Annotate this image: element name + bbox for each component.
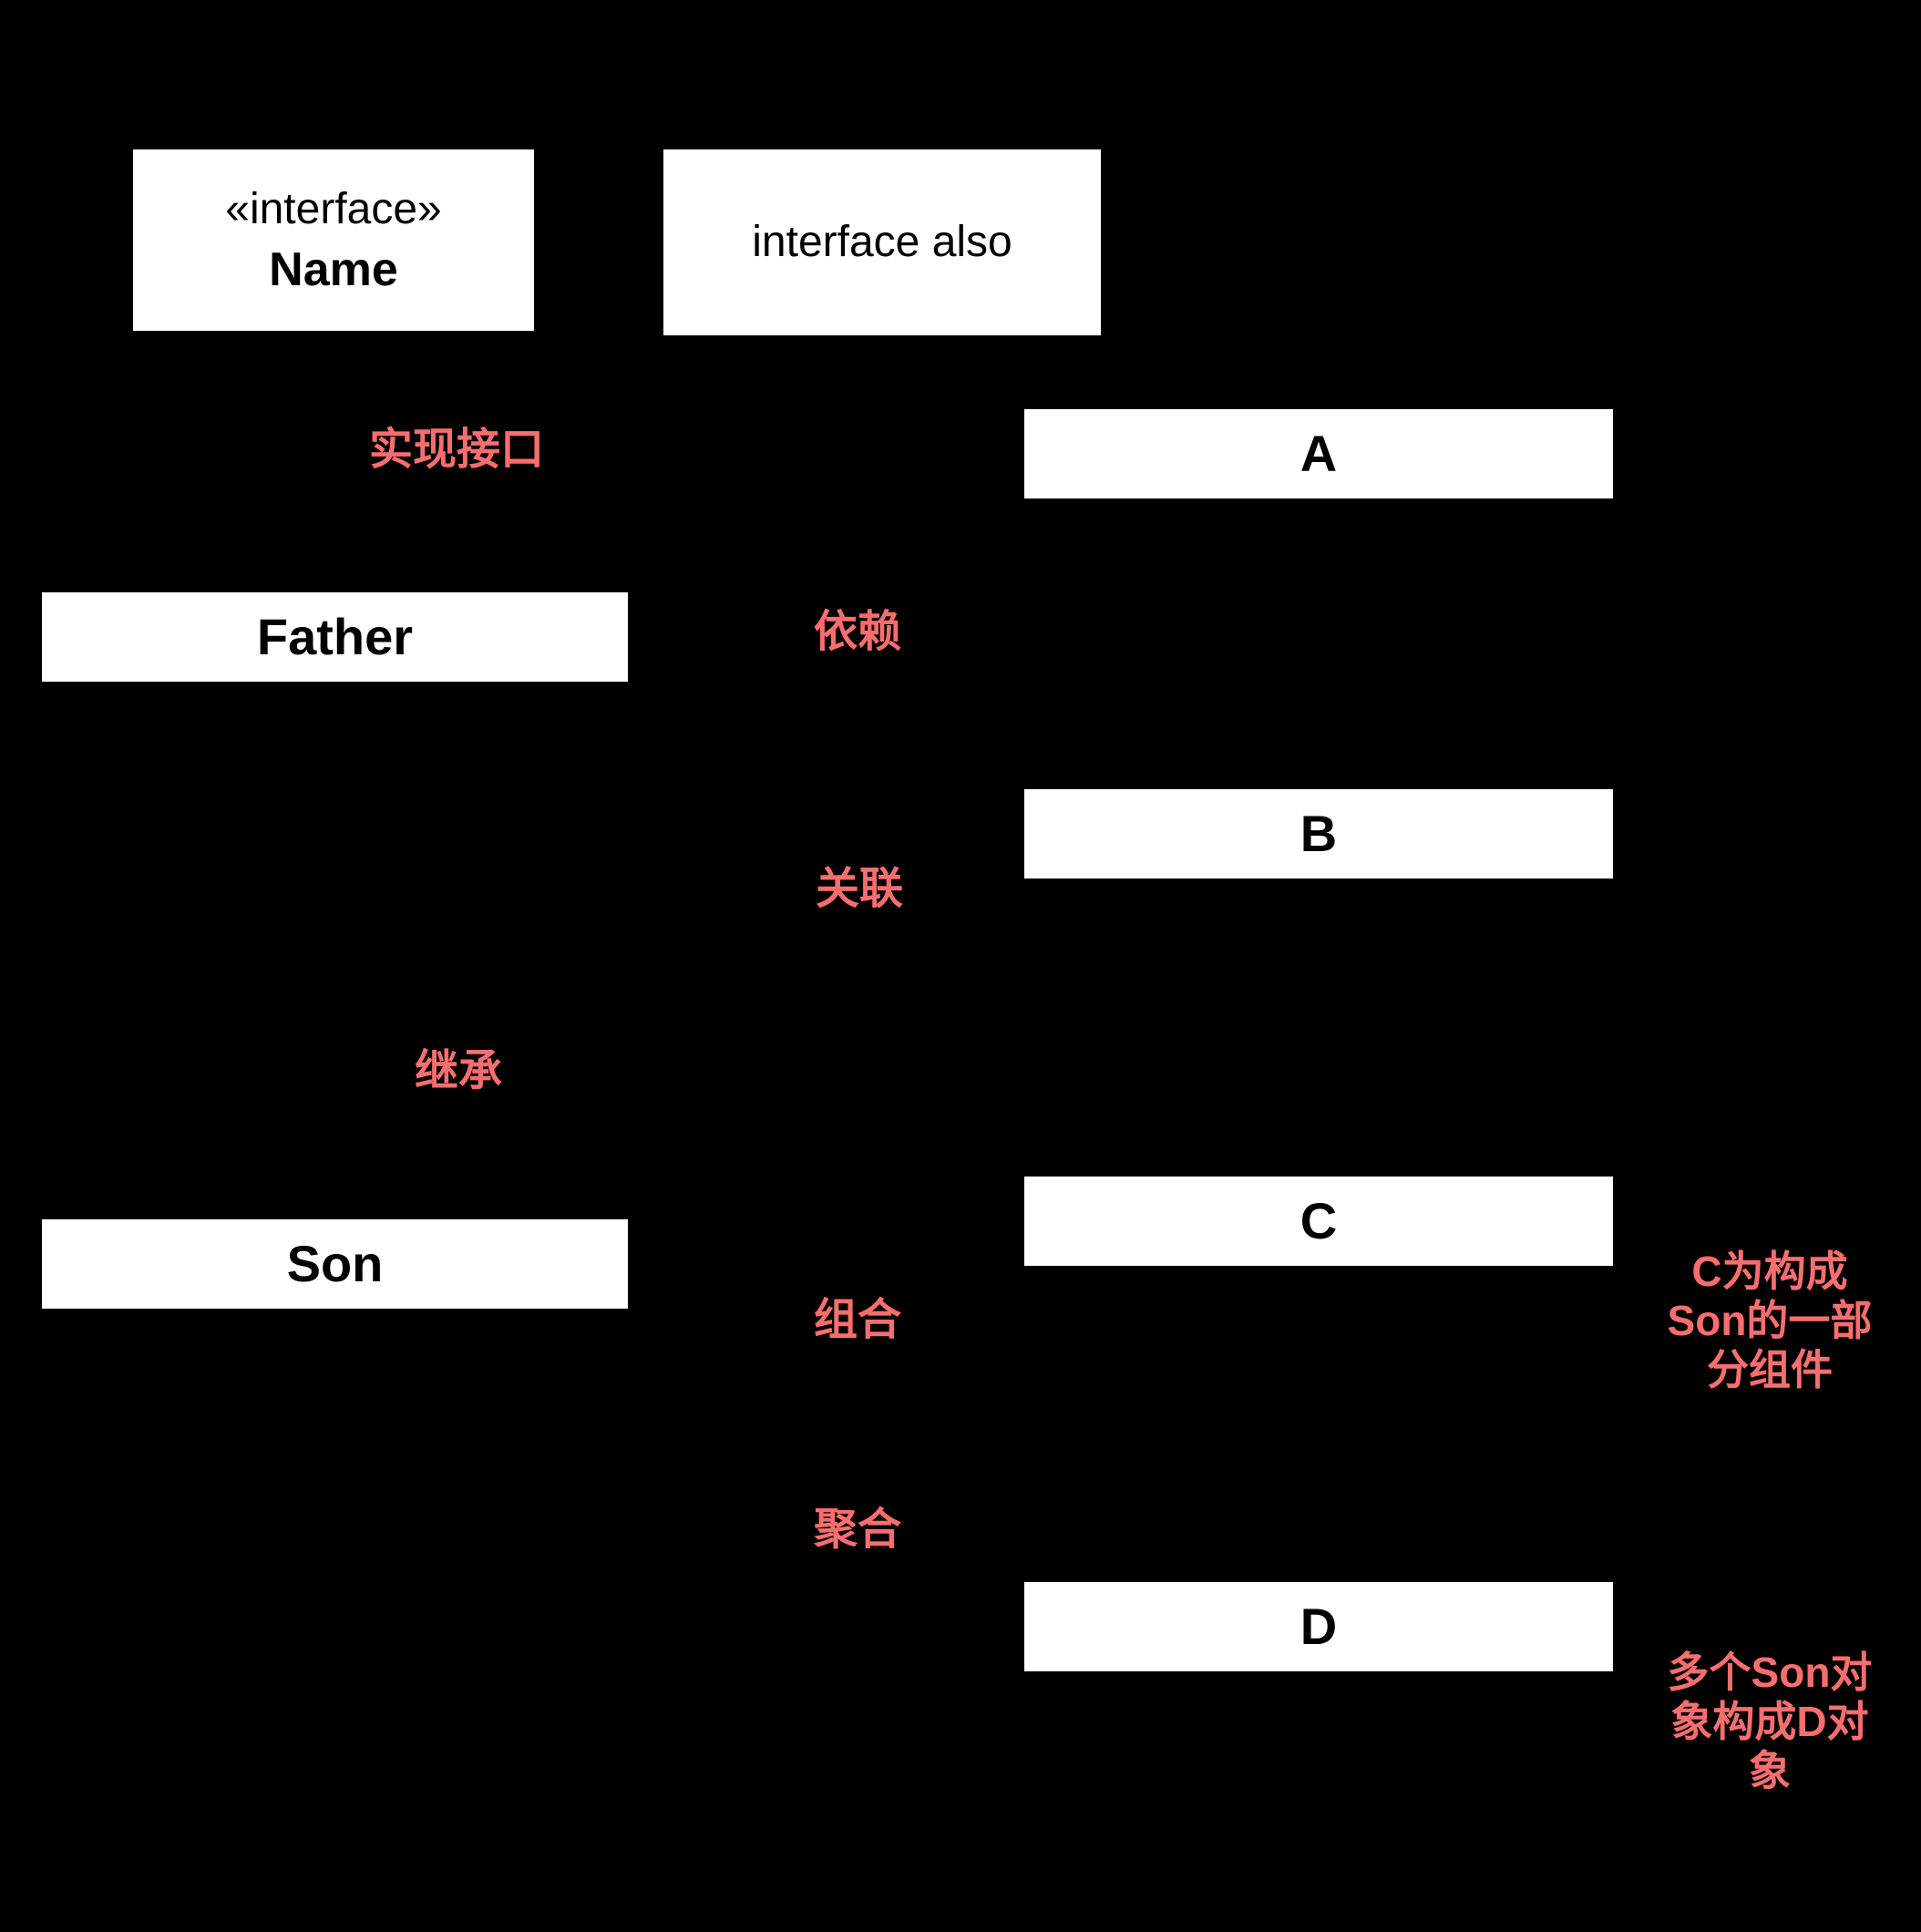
class-node-son-label: Son (286, 1235, 384, 1293)
relation-label-implement-interface: 实现接口 (369, 426, 545, 474)
class-node-a: A (1024, 409, 1613, 498)
class-node-c-label: C (1300, 1192, 1338, 1250)
class-node-b-label: B (1300, 805, 1338, 863)
class-node-father-label: Father (256, 608, 414, 666)
interface-also-text: interface also (752, 218, 1012, 267)
interface-stereotype-text: «interface» (225, 185, 442, 234)
relation-label-composition: 组合 (814, 1296, 902, 1344)
interface-class-node: «interface» Name (133, 149, 534, 331)
class-node-son: Son (42, 1219, 628, 1309)
class-node-c: C (1024, 1177, 1613, 1266)
class-node-b: B (1024, 789, 1613, 879)
interface-name-text: Name (269, 243, 398, 297)
relation-label-inheritance: 继承 (415, 1047, 503, 1095)
composition-annotation: C为构成 Son的一部 分组件 (1667, 1248, 1873, 1393)
aggregation-annotation: 多个Son对 象构成D对 象 (1667, 1649, 1873, 1794)
class-node-father: Father (42, 592, 628, 682)
relation-label-aggregation: 聚合 (814, 1506, 902, 1554)
relation-label-association: 关联 (816, 865, 904, 913)
class-node-d: D (1024, 1582, 1613, 1671)
class-node-d-label: D (1300, 1598, 1338, 1656)
relation-label-dependency: 依赖 (814, 608, 902, 656)
interface-also-node: interface also (663, 149, 1101, 335)
class-node-a-label: A (1300, 425, 1338, 483)
